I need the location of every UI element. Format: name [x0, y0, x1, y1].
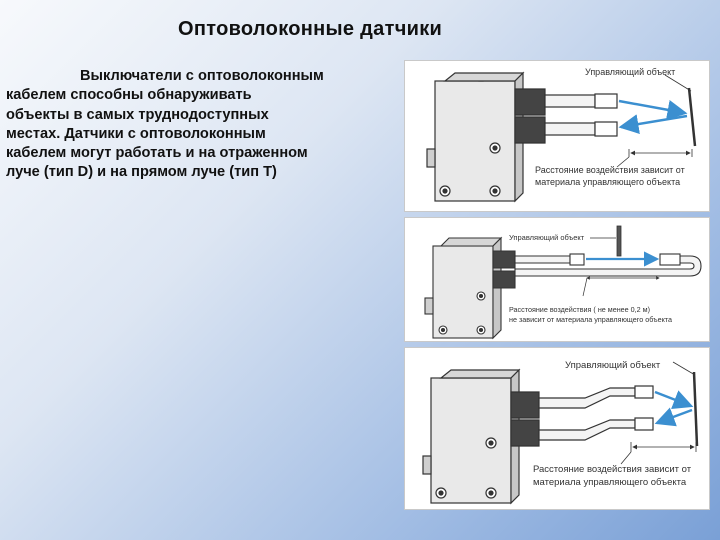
target-object	[616, 225, 622, 257]
target-label: Управляющий объект	[585, 67, 675, 77]
distance-note-line1: Расстояние воздействия зависит от	[535, 165, 685, 175]
paragraph-line: кабелем могут работать и на отраженном	[6, 145, 308, 162]
distance-note-line1: Расстояние воздействия ( не менее 0,2 м)	[509, 305, 650, 314]
distance-dimension	[616, 149, 693, 168]
fiber-cables	[492, 250, 702, 289]
paragraph-line: местах. Датчики с оптоволоконным	[6, 125, 266, 142]
distance-note-line2: материала управляющего объекта	[533, 477, 687, 488]
paragraph-line: Выключатели с оптоволоконным	[80, 68, 324, 84]
paragraph-line: луче (тип D) и на прямом луче (тип T)	[6, 164, 277, 181]
sensor-body	[424, 236, 503, 340]
target-object	[672, 361, 699, 447]
light-beams	[618, 99, 688, 134]
fiber-cables	[510, 385, 654, 447]
distance-note-line2: не зависит от материала управляющего объ…	[509, 315, 672, 324]
diagram-through-beam-drawing: Управляющий объект Расстояние воздействи…	[424, 225, 702, 340]
diagram-reflected-beam-angled-drawing: Управляющий объект Расстояние воздействи…	[422, 360, 699, 505]
sensor-body	[426, 71, 525, 203]
diagram-reflected-beam-drawing: Управляющий объект Расстояние воздействи…	[426, 67, 697, 203]
distance-note-line2: материала управляющего объекта	[535, 177, 680, 187]
light-beams	[654, 390, 694, 427]
paragraph-line: объекты в самых труднодоступных	[6, 106, 269, 123]
diagram-reflected-beam-angled: Управляющий объект Расстояние воздействи…	[404, 347, 710, 510]
distance-note-line1: Расстояние воздействия зависит от	[533, 464, 692, 475]
target-object	[664, 74, 697, 147]
sensor-body	[422, 368, 521, 505]
slide-title: Оптоволоконные датчики	[178, 18, 443, 40]
diagram-reflected-beam: Управляющий объект Расстояние воздействи…	[404, 60, 710, 212]
fiber-cables	[514, 88, 618, 144]
target-label: Управляющий объект	[565, 360, 661, 371]
slide-paragraph: Выключатели с оптоволоконным кабелем спо…	[6, 67, 398, 183]
diagram-through-beam: Управляющий объект Расстояние воздействи…	[404, 217, 710, 342]
target-label: Управляющий объект	[509, 233, 585, 242]
distance-dimension	[620, 442, 697, 465]
distance-dimension	[582, 276, 660, 297]
paragraph-line: кабелем способны обнаруживать	[6, 87, 252, 104]
